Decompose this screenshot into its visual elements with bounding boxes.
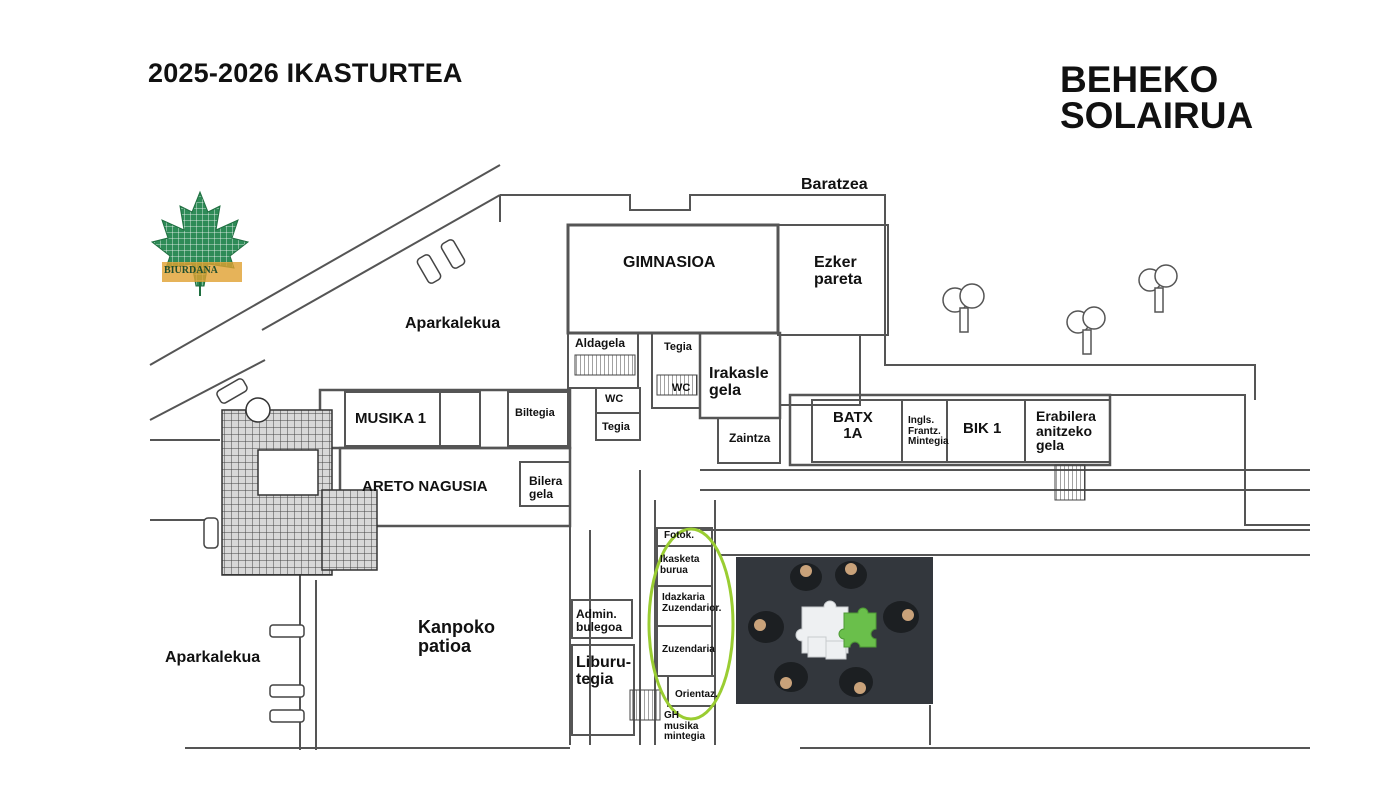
school-year-title: 2025-2026 IKASTURTEA bbox=[148, 58, 463, 88]
label-gh-musika-mintegia: GH musika mintegia bbox=[664, 710, 706, 743]
label-tegia-bottom: Tegia bbox=[602, 421, 630, 433]
label-bilera-gela: Bilera gela bbox=[529, 475, 562, 500]
floor-title-line-1: BEHEKO bbox=[1060, 59, 1219, 100]
label-ezker-pareta: Ezker pareta bbox=[814, 254, 863, 289]
label-idazkaria: Idazkaria Zuzendarior. bbox=[662, 592, 722, 614]
admin-highlight-ellipse bbox=[647, 527, 735, 721]
label-gimnasioa: GIMNASIOA bbox=[623, 254, 716, 271]
label-irakasle-gela: Irakasle gela bbox=[709, 365, 769, 400]
label-gh-mintegia-line: mintegia bbox=[664, 731, 706, 742]
label-bilera-gela-line: gela bbox=[529, 486, 554, 501]
trees bbox=[942, 264, 1178, 355]
label-tegia-line: tegia bbox=[576, 670, 614, 688]
label-frantz-line: Frantz. bbox=[908, 425, 941, 437]
label-zuzendaria: Zuzendaria bbox=[662, 644, 715, 655]
label-gela-line: gela bbox=[709, 381, 742, 399]
label-zaintza: Zaintza bbox=[729, 431, 771, 445]
road-line bbox=[261, 194, 501, 331]
maple-leaf-icon bbox=[150, 190, 250, 296]
logo-text: BIURDANA bbox=[164, 265, 218, 276]
label-musika: MUSIKA 1 bbox=[355, 410, 427, 427]
label-bulegoa-line: bulegoa bbox=[576, 619, 623, 634]
label-baratzea: Baratzea bbox=[801, 176, 868, 193]
label-kanpoko-patioa: Kanpoko patioa bbox=[418, 618, 495, 656]
green-puzzle-piece bbox=[838, 607, 877, 648]
label-burua-line: burua bbox=[660, 564, 688, 576]
label-aparkalekua-bottom: Aparkalekua bbox=[165, 649, 261, 666]
floor-title: BEHEKO SOLAIRUA bbox=[1060, 59, 1254, 136]
label-zuzendarior-line: Zuzendarior. bbox=[662, 602, 722, 614]
label-wc-right: WC bbox=[672, 382, 691, 394]
school-logo: BIURDANA bbox=[148, 190, 252, 298]
label-bik: BIK 1 bbox=[963, 420, 1002, 437]
label-erabilera-gela-line: gela bbox=[1036, 437, 1065, 454]
label-wc-left: WC bbox=[605, 393, 624, 405]
label-liburutegia: Liburu- tegia bbox=[576, 654, 632, 689]
parked-cars bbox=[203, 239, 466, 723]
label-idazkaria-line: Idazkaria bbox=[662, 592, 705, 603]
label-fotok: Fotok. bbox=[664, 530, 694, 541]
label-liburu-line: Liburu- bbox=[576, 654, 632, 671]
label-gh-line: GH bbox=[664, 710, 679, 721]
label-admin-bulegoa: Admin. bulegoa bbox=[576, 608, 622, 633]
floor-title-line-2: SOLAIRUA bbox=[1060, 95, 1254, 136]
label-erabilera-line: Erabilera bbox=[1036, 408, 1096, 424]
label-ezker-line: Ezker bbox=[814, 254, 857, 271]
label-biltegia: Biltegia bbox=[515, 407, 555, 419]
label-batx: BATX 1A bbox=[833, 410, 873, 442]
label-pareta-line: pareta bbox=[814, 270, 863, 288]
label-ikasketa-burua: Ikasketa burua bbox=[660, 554, 700, 576]
label-bilera-line: Bilera bbox=[529, 474, 563, 488]
label-aparkalekua-top: Aparkalekua bbox=[405, 315, 501, 332]
team-puzzle-image bbox=[736, 557, 933, 704]
label-anitzeko-line: anitzeko bbox=[1036, 422, 1093, 439]
label-aldagela: Aldagela bbox=[575, 336, 626, 350]
label-ingls-line: Ingls. bbox=[908, 415, 935, 426]
label-admin-line: Admin. bbox=[576, 607, 617, 621]
label-ingls-mintegia: Ingls. Frantz. Mintegia bbox=[908, 415, 949, 448]
label-areto-nagusia: ARETO NAGUSIA bbox=[362, 478, 488, 495]
label-mintegia-line: Mintegia bbox=[908, 436, 949, 447]
label-orientaz: Orientaz. bbox=[675, 689, 718, 700]
label-irakasle-line: Irakasle bbox=[709, 365, 769, 382]
label-kanpoko-line: Kanpoko bbox=[418, 617, 496, 637]
team-puzzle-photo bbox=[736, 557, 933, 704]
label-gh-musika-line: musika bbox=[664, 720, 699, 732]
label-batx-group-line: 1A bbox=[843, 424, 863, 442]
label-patioa-line: patioa bbox=[418, 635, 472, 656]
road-line bbox=[149, 164, 501, 366]
label-batx-line: BATX bbox=[833, 409, 873, 426]
label-erabilera-anitzeko: Erabilera anitzeko gela bbox=[1036, 409, 1096, 453]
label-tegia-top: Tegia bbox=[664, 341, 692, 353]
label-ikasketa-line: Ikasketa bbox=[660, 554, 700, 565]
